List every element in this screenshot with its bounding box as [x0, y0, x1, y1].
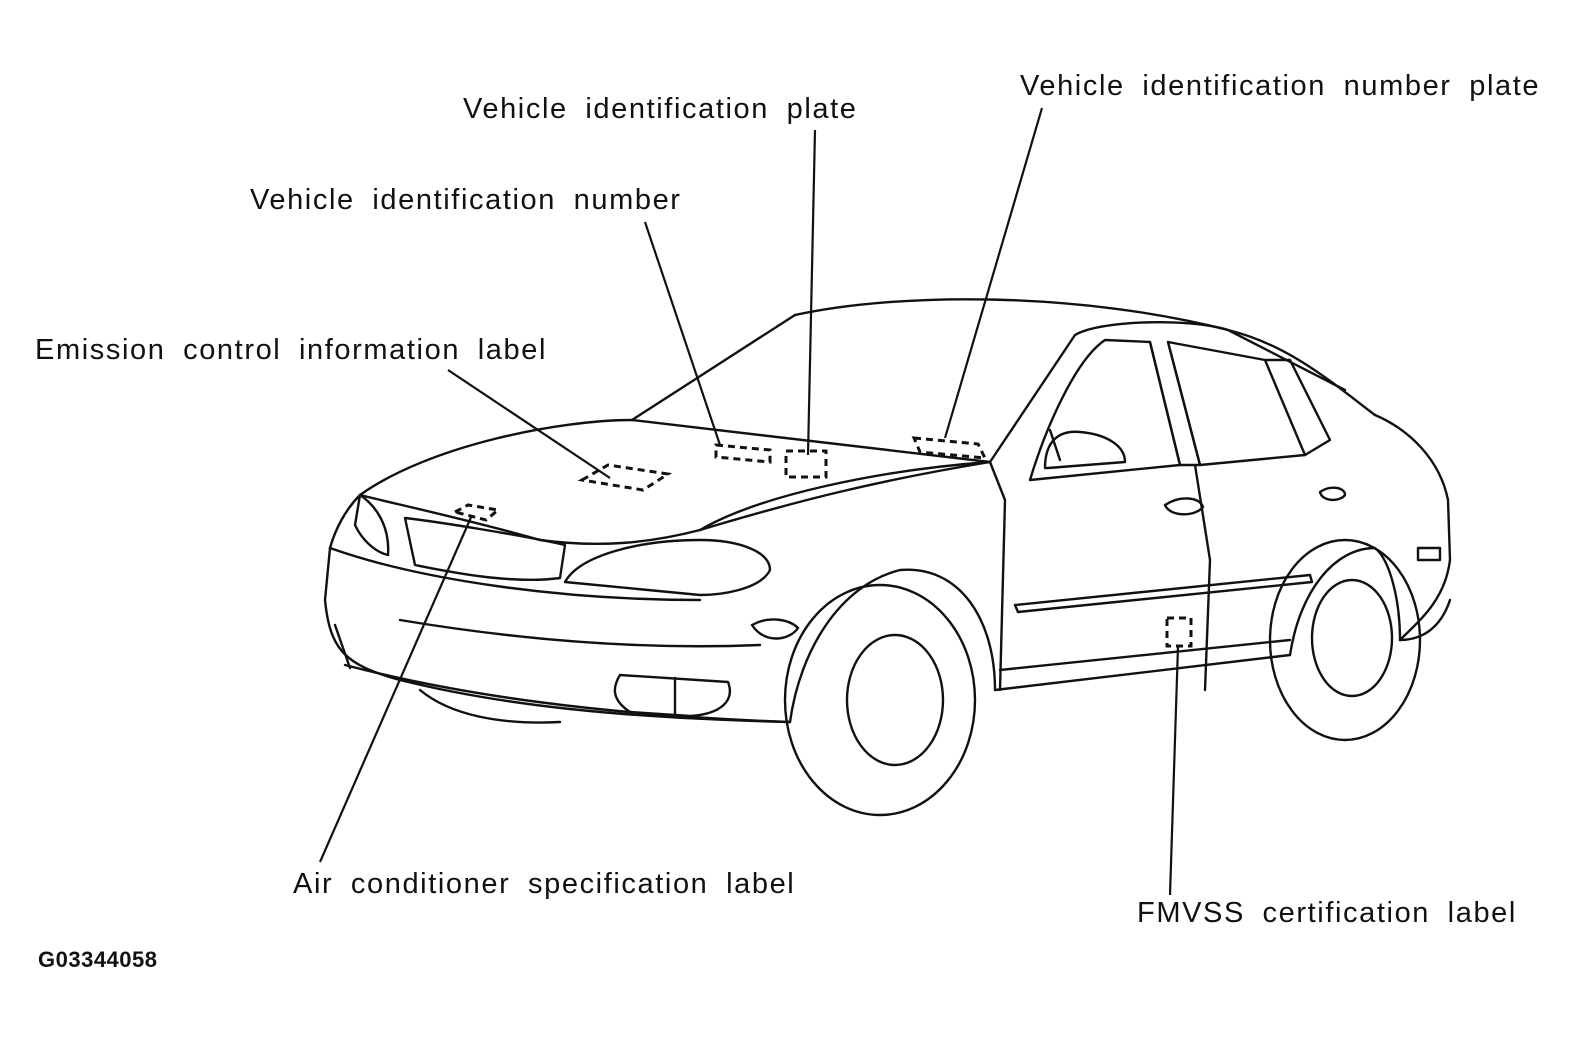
cowl-line	[630, 418, 992, 464]
callout-vehicle-identification-number-plate: Vehicle identification number plate	[1020, 70, 1541, 102]
rear-bumper	[1398, 598, 1452, 642]
callout-vehicle-identification-plate: Vehicle identification plate	[463, 93, 858, 125]
leader-ac	[318, 514, 474, 863]
bumper-lower	[343, 663, 792, 724]
windshield-left-edge	[630, 313, 797, 422]
callout-vehicle-identification-number: Vehicle identification number	[250, 184, 682, 216]
mirror-stalk	[1048, 428, 1062, 462]
front-left-corner	[328, 493, 362, 550]
side-trim	[1013, 573, 1314, 614]
side-mirror	[1043, 430, 1127, 470]
front-window	[1028, 338, 1182, 482]
fmvss-label-marker	[1165, 616, 1193, 648]
grille	[403, 516, 567, 581]
turn-signal	[750, 618, 800, 640]
belt-line	[988, 460, 1007, 692]
right-headlight	[563, 538, 772, 597]
c-pillar	[1263, 358, 1332, 457]
rear-tire	[1268, 538, 1422, 742]
rear-rim	[1310, 578, 1394, 698]
rocker-panel	[993, 653, 1292, 692]
front-fascia-top	[328, 546, 702, 602]
front-door-handle	[1163, 497, 1205, 516]
leader-emission	[447, 369, 611, 479]
front-fender-line	[698, 460, 992, 532]
b-pillar	[1148, 340, 1202, 467]
front-fender-arch	[788, 568, 997, 724]
fog-light	[613, 673, 731, 718]
rear-quarter	[1373, 413, 1452, 642]
side-body-lower	[998, 638, 1292, 672]
leader-lines	[318, 107, 1180, 896]
vehicle-id-plate-marker	[784, 449, 828, 479]
ac-label-marker	[450, 503, 502, 522]
vin-plate-marker	[911, 436, 988, 460]
vin-marker	[714, 443, 772, 464]
front-fascia-mid	[323, 546, 402, 682]
left-bumper-side	[333, 623, 352, 670]
roof-rear-edge	[1226, 328, 1347, 392]
roof-line	[793, 298, 1230, 332]
bumper-bottom	[398, 678, 792, 724]
label-location-markers	[450, 436, 1193, 648]
left-headlight	[353, 493, 390, 557]
leader-fmvss	[1168, 645, 1180, 896]
leader-vehicle-id-plate	[806, 129, 817, 456]
callout-air-conditioner-specification-label: Air conditioner specification label	[293, 868, 796, 900]
bumper-line	[398, 618, 762, 648]
door-seam	[1193, 463, 1212, 692]
hood-right-crease	[698, 460, 992, 532]
callout-emission-control-information-label: Emission control information label	[35, 334, 547, 366]
car-outline	[323, 298, 1452, 817]
rear-door-handle	[1318, 486, 1347, 502]
leader-vin-plate	[943, 107, 1044, 439]
rear-side-marker	[1416, 546, 1442, 562]
front-tire-shadow	[418, 688, 562, 724]
a-pillar	[988, 321, 1377, 464]
front-rim	[845, 633, 945, 767]
figure-code: G03344058	[38, 947, 158, 972]
callout-fmvss-certification-label: FMVSS certification label	[1137, 897, 1517, 929]
front-tire	[783, 583, 977, 817]
hood-top	[358, 418, 634, 497]
leader-vin	[643, 221, 722, 446]
emission-label-marker	[577, 463, 673, 492]
